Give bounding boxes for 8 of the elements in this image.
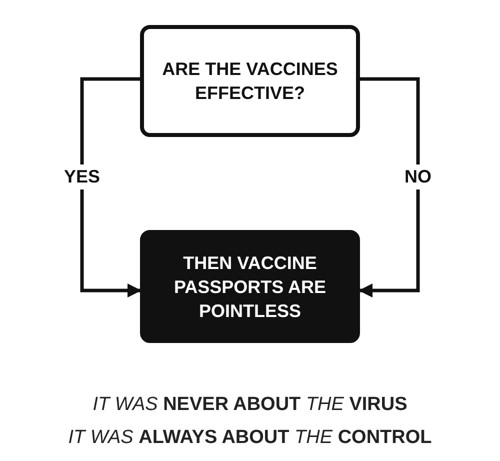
node-text: ARE THE VACCINES EFFECTIVE? — [161, 58, 339, 105]
node-text: THEN VACCINE PASSPORTS ARE POINTLESS — [172, 252, 328, 322]
connector-arrow — [80, 77, 142, 298]
slogan-text: IT WAS ALWAYS ABOUT THE CONTROL — [67, 427, 433, 449]
slogan-text: IT WAS NEVER ABOUT THE VIRUS — [92, 394, 408, 416]
connector-arrow — [358, 77, 420, 298]
decision-box — [140, 25, 360, 137]
result-box — [140, 230, 360, 343]
